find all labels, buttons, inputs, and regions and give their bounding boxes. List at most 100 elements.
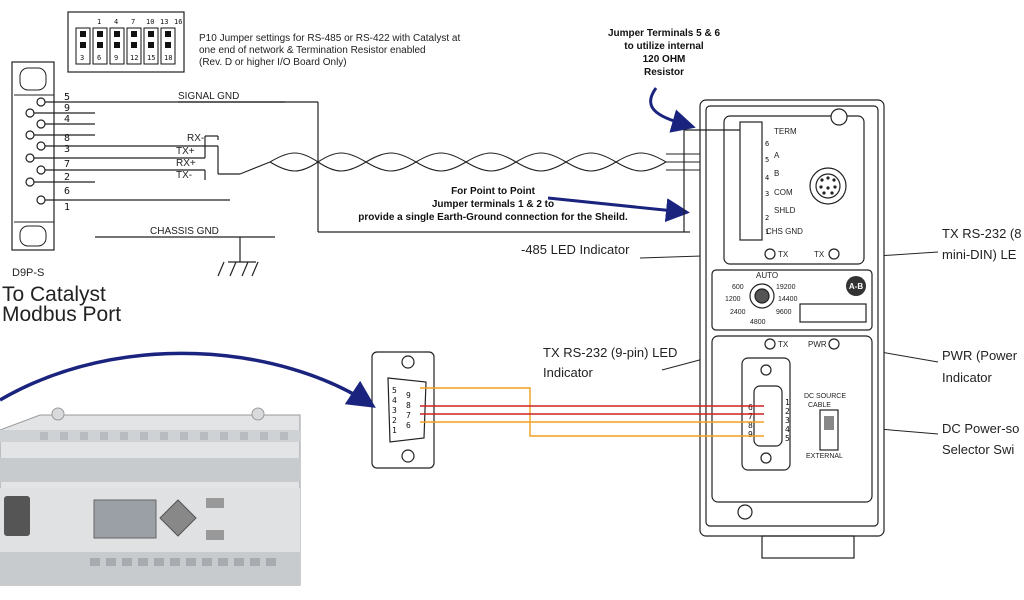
pin-label: 3 bbox=[64, 144, 70, 155]
pin-label: 8 bbox=[748, 421, 753, 430]
arrow-icon bbox=[649, 87, 696, 133]
dc-label-1: DC Power-so bbox=[942, 421, 1019, 436]
pin-label: 4 bbox=[392, 396, 397, 405]
pwr-label-2: Indicator bbox=[942, 370, 993, 385]
logo-text: A-B bbox=[849, 282, 863, 291]
pin-label: 3 bbox=[80, 54, 84, 62]
db9-connector-middle bbox=[371, 351, 435, 469]
pin-label: 1 bbox=[97, 18, 101, 26]
callout-line: 120 OHM bbox=[643, 54, 686, 65]
pin-label: 8 bbox=[64, 133, 70, 144]
callout-line: provide a single Earth-Ground connection… bbox=[358, 212, 628, 223]
baud-rate: 4800 bbox=[750, 319, 766, 326]
baud-rate: 2400 bbox=[730, 309, 746, 316]
tx232-9pin-label-1: TX RS-232 (9-pin) LED bbox=[543, 345, 677, 360]
pin-label: 12 bbox=[130, 54, 138, 62]
module-terminal-labels: TERM A B COM SHLD CHS GND 6 5 4 3 2 1 bbox=[765, 127, 803, 236]
point-to-point-callout: For Point to Point Jumper terminals 1 & … bbox=[358, 186, 690, 223]
dc-source-label: DC SOURCE bbox=[804, 393, 846, 400]
terminal-label: B bbox=[774, 169, 779, 178]
terminal-label: COM bbox=[774, 188, 793, 197]
pin-label: 2 bbox=[785, 407, 790, 416]
rx-minus-label: RX- bbox=[187, 133, 204, 144]
arrow-icon bbox=[0, 351, 376, 408]
pin-label: 9 bbox=[114, 54, 118, 62]
arrow-icon bbox=[547, 196, 690, 223]
db9-model-label: D9P-S bbox=[12, 267, 44, 279]
pin-label: 3 bbox=[392, 406, 397, 415]
pin-label: 6 bbox=[64, 186, 70, 197]
jumper-block: 1 4 7 10 13 16 3 6 9 12 15 18 bbox=[67, 11, 185, 73]
caption-line-1: To Catalyst bbox=[2, 283, 106, 306]
jumper-title-1: P10 Jumper settings for RS-485 or RS-422… bbox=[199, 33, 460, 44]
pin-label: 18 bbox=[164, 54, 172, 62]
terminal-label: A bbox=[774, 151, 780, 160]
pin-label: 5 bbox=[392, 386, 397, 395]
pin-label: 4 bbox=[64, 114, 70, 125]
pin-label: 4 bbox=[114, 18, 118, 26]
pin-label: 3 bbox=[785, 416, 790, 425]
terminal-number: 2 bbox=[765, 214, 769, 222]
signal-labels: SIGNAL GND RX- TX+ RX+ TX- CHASSIS GND bbox=[150, 91, 239, 237]
terminal-label: TERM bbox=[774, 127, 797, 136]
tx-plus-label: TX+ bbox=[176, 146, 195, 157]
tx232-8pin-label-2: mini-DIN) LE bbox=[942, 247, 1017, 262]
db9-middle-pins: 5 4 3 2 1 9 8 7 6 bbox=[392, 386, 411, 435]
terminal-number: 3 bbox=[765, 190, 769, 198]
pin-label: 1 bbox=[64, 202, 70, 213]
pwr-label-small: PWR bbox=[808, 340, 827, 349]
serial-cable-wires bbox=[420, 387, 764, 437]
jumper-pin-grid bbox=[75, 27, 176, 65]
pin-label: 6 bbox=[748, 403, 753, 412]
tx-label-upper-right: TX bbox=[814, 250, 825, 259]
caption-line-2: Modbus Port bbox=[2, 303, 121, 326]
callout-line: For Point to Point bbox=[451, 186, 536, 197]
tx-minus-label: TX- bbox=[176, 170, 192, 181]
db9-connector-left: 5 9 4 8 3 7 2 6 1 bbox=[11, 61, 95, 251]
external-label: EXTERNAL bbox=[806, 453, 843, 460]
terminal-number: 1 bbox=[765, 228, 769, 236]
pin-label: 2 bbox=[64, 172, 70, 183]
pin-label: 7 bbox=[748, 412, 753, 421]
baud-selector: AUTO 600 1200 2400 4800 9600 14400 19200 bbox=[725, 271, 798, 326]
pin-label: 1 bbox=[392, 426, 397, 435]
db9-left-pin-numbers: 5 9 4 8 3 7 2 6 1 bbox=[64, 92, 70, 213]
pin-label: 10 bbox=[146, 18, 154, 26]
pin-label: 15 bbox=[147, 54, 155, 62]
pin-label: 7 bbox=[64, 159, 70, 170]
tx232-8pin-label-1: TX RS-232 (8 bbox=[942, 226, 1021, 241]
rx-plus-label: RX+ bbox=[176, 158, 196, 169]
pin-label: 5 bbox=[64, 92, 70, 103]
pin-label: 2 bbox=[392, 416, 397, 425]
pin-label: 6 bbox=[406, 421, 411, 430]
baud-rate: 600 bbox=[732, 284, 744, 291]
pin-label: 9 bbox=[748, 430, 753, 439]
tx-label-upper-left: TX bbox=[778, 250, 789, 259]
terminal-number: 4 bbox=[765, 174, 769, 182]
pin-label: 13 bbox=[160, 18, 168, 26]
dc-label-2: Selector Swi bbox=[942, 442, 1014, 457]
jumper-56-callout: Jumper Terminals 5 & 6 to utilize intern… bbox=[608, 28, 720, 133]
pin-label: 6 bbox=[97, 54, 101, 62]
callout-line: Resistor bbox=[644, 67, 684, 78]
pin-label: 9 bbox=[64, 103, 70, 114]
interface-module bbox=[683, 99, 885, 559]
terminal-label: CHS GND bbox=[766, 227, 803, 236]
pin-label: 16 bbox=[174, 18, 182, 26]
pin-label: 5 bbox=[785, 434, 790, 443]
jumper-top-pins: 1 4 7 10 13 16 bbox=[97, 18, 182, 26]
baud-rate: 1200 bbox=[725, 296, 741, 303]
baud-rate: 14400 bbox=[778, 296, 798, 303]
pin-label: 7 bbox=[406, 411, 411, 420]
terminal-number: 6 bbox=[765, 140, 769, 148]
jumper-title-2: one end of network & Termination Resisto… bbox=[199, 45, 426, 56]
module-db9-pins: 6 7 8 9 1 2 3 4 5 bbox=[748, 398, 790, 443]
terminal-number: 5 bbox=[765, 156, 769, 164]
led485-label: -485 LED Indicator bbox=[521, 242, 630, 257]
chassis-gnd-label: CHASSIS GND bbox=[150, 226, 219, 237]
jumper-bottom-pins: 3 6 9 12 15 18 bbox=[80, 54, 172, 62]
callout-line: Jumper terminals 1 & 2 to bbox=[432, 199, 554, 210]
pin-label: 4 bbox=[785, 425, 790, 434]
